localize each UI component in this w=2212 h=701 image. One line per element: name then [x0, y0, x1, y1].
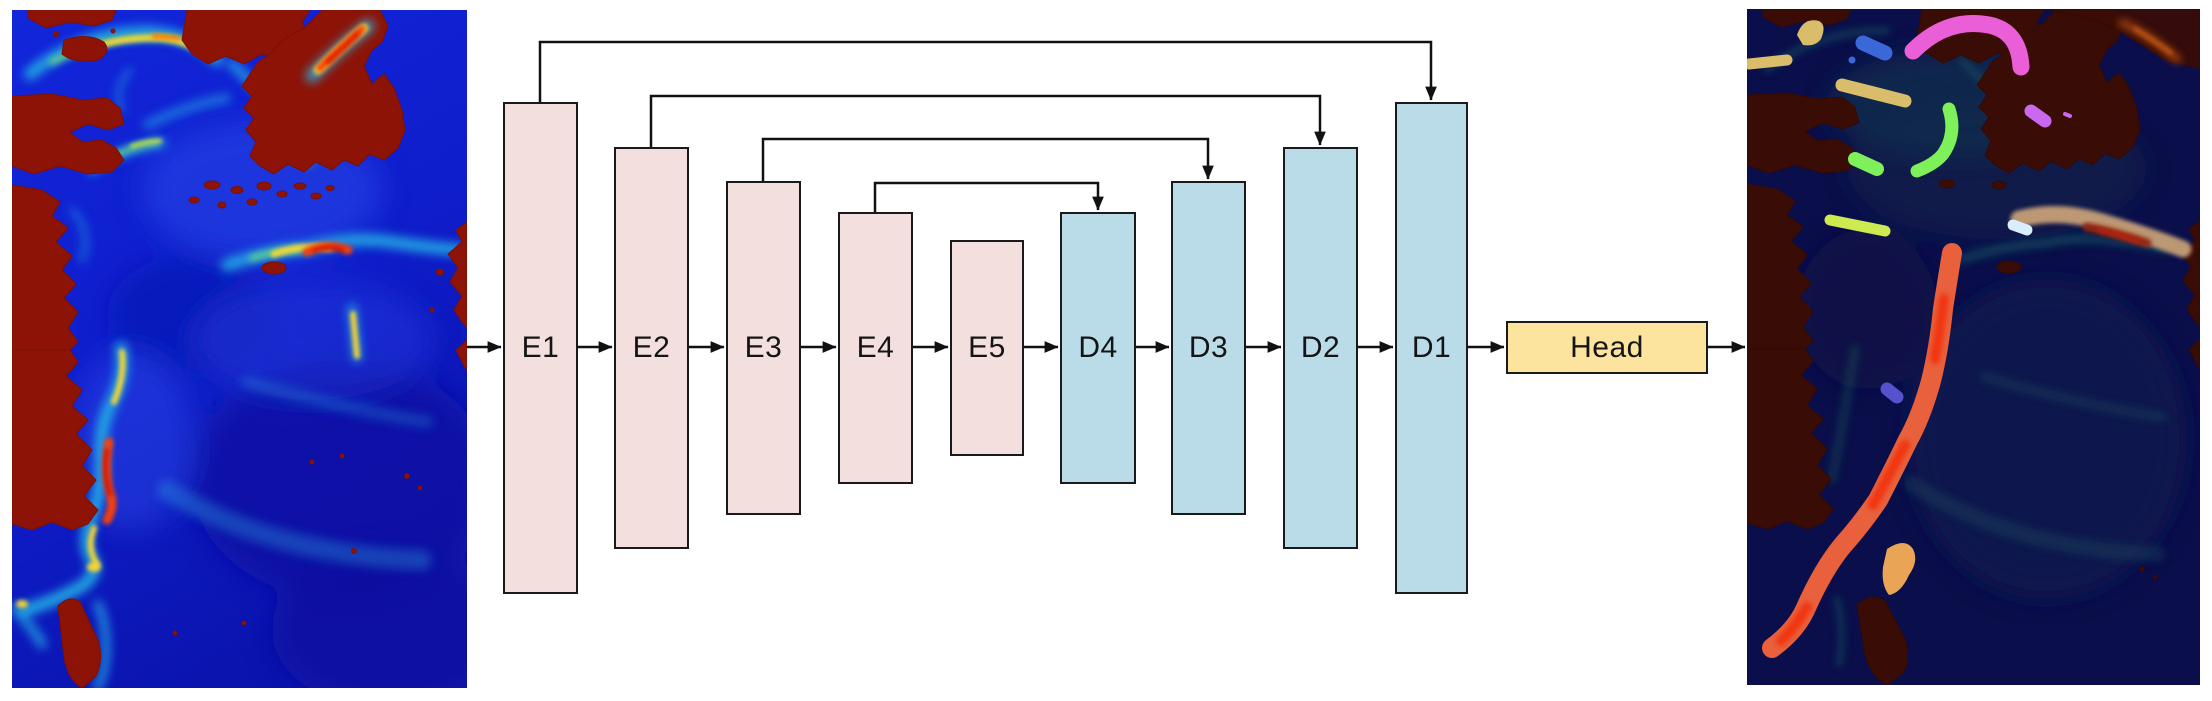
land-current-remnant [2118, 18, 2182, 64]
northeast-coastal-jet [305, 19, 375, 83]
decoder-block-d4: D4 [1060, 212, 1136, 484]
land-masses [12, 10, 467, 688]
eddy-khaki-arc [1797, 20, 1824, 46]
decoder-block-d2: D2 [1283, 147, 1358, 549]
skip-connection-e4-d4 [873, 181, 1104, 212]
skip-connection-e2-d2 [649, 94, 1326, 147]
eddy-paleblue-blob [2007, 219, 2033, 236]
eddy-green-arc [1910, 102, 1959, 178]
eddy-khaki-streak-west [1747, 54, 1793, 70]
skip-connection-e3-d3 [761, 137, 1214, 181]
output-map [1747, 9, 2200, 685]
head-block: Head [1506, 321, 1708, 374]
encoder-block-e3: E3 [726, 181, 801, 515]
current-cores-red [101, 33, 353, 525]
eddy-yellowgreen-streak [1824, 214, 1891, 237]
block-label: D1 [1411, 331, 1452, 364]
block-label: E5 [968, 331, 1006, 364]
eddy-orange-snake-cores [1776, 294, 1949, 646]
eddy-green-blob [1848, 152, 1884, 176]
block-label: E1 [521, 331, 560, 364]
block-label: E3 [744, 331, 783, 364]
coastal-band-feature [2010, 206, 2192, 258]
skip-connection-e1-d1 [538, 40, 1437, 102]
block-label: D3 [1188, 331, 1229, 364]
encoder-block-e4: E4 [838, 212, 913, 484]
eddy-segments [1747, 14, 2072, 658]
input-map [12, 10, 467, 688]
block-label: D4 [1078, 331, 1118, 364]
eddy-magenta-arc [1904, 14, 2030, 76]
block-label: E2 [632, 331, 671, 364]
eddy-violet-dash [2063, 112, 2072, 118]
encoder-block-e2: E2 [614, 147, 689, 549]
decoder-block-d3: D3 [1171, 181, 1246, 515]
input-map-art [12, 10, 467, 688]
output-map-art [1747, 9, 2200, 685]
block-label: Head [1570, 330, 1644, 364]
encoder-block-e5: E5 [950, 240, 1024, 456]
encoder-block-e1: E1 [503, 102, 578, 594]
decoder-block-d1: D1 [1395, 102, 1468, 594]
eddy-blue-blob [1855, 35, 1893, 61]
eddy-violet-blob [2024, 104, 2052, 128]
block-label: D2 [1300, 331, 1341, 364]
eddy-orange-blob [1882, 543, 1916, 595]
eddy-khaki-streak-large [1835, 78, 1912, 108]
eddy-purple-blob [1880, 382, 1904, 404]
block-label: E4 [856, 331, 895, 364]
